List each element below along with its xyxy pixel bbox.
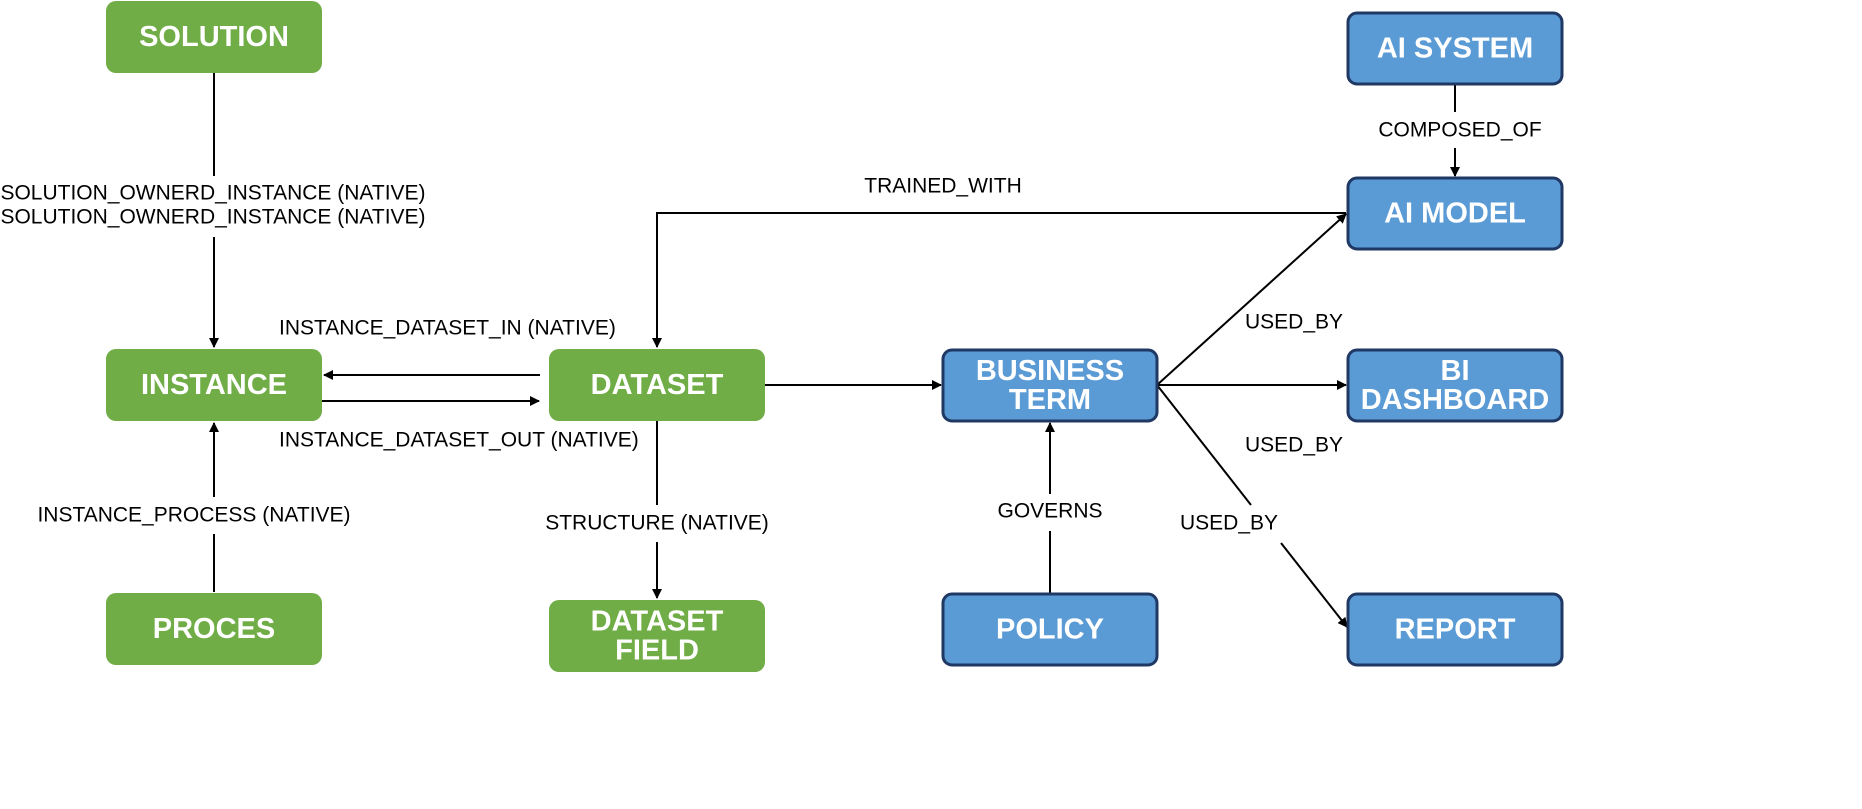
- node-box: [1346, 11, 1564, 86]
- edge-label-dataset-out: INSTANCE_DATASET_OUT (NATIVE): [279, 429, 639, 452]
- node-report[interactable]: REPORT: [1346, 592, 1564, 667]
- node-box: [106, 349, 322, 421]
- node-box: [941, 348, 1159, 423]
- edge-used-by-report: [1156, 384, 1348, 628]
- edge-label-solution-instance: SOLUTION_OWNERD_INSTANCE (NATIVE): [0, 182, 425, 205]
- edge-used-by-model: [1156, 213, 1347, 386]
- nodes-layer: SOLUTIONINSTANCEPROCESDATASETDATASETFIEL…: [106, 1, 1564, 672]
- node-label: BUSINESS: [976, 355, 1124, 387]
- edge-label-composed-of: COMPOSED_OF: [1378, 119, 1541, 142]
- edge-label-used-by-report: USED_BY: [1180, 512, 1278, 535]
- node-dataset[interactable]: DATASET: [549, 349, 765, 421]
- edge-label-governs: GOVERNS: [997, 500, 1102, 523]
- node-label: SOLUTION: [139, 21, 289, 53]
- edges-layer: [209, 73, 1460, 628]
- node-solution[interactable]: SOLUTION: [106, 1, 322, 73]
- node-label: INSTANCE: [141, 369, 287, 401]
- node-box: [549, 349, 765, 421]
- edge-label-trained-with: TRAINED_WITH: [864, 175, 1022, 198]
- node-label: FIELD: [615, 635, 699, 667]
- node-box: [106, 593, 322, 665]
- edge-label-structure: STRUCTURE (NATIVE): [545, 512, 769, 535]
- node-label: DASHBOARD: [1361, 384, 1550, 416]
- node-box: [1346, 592, 1564, 667]
- node-label: TERM: [1009, 384, 1091, 416]
- node-box: [1346, 176, 1564, 251]
- edge-label-used-by-dashboard: USED_BY: [1245, 434, 1343, 457]
- node-box: [941, 592, 1159, 667]
- edge-labels-layer: SOLUTION_OWNERD_INSTANCE (NATIVE)SOLUTIO…: [0, 119, 1541, 535]
- edge-label-instance-process: INSTANCE_PROCESS (NATIVE): [37, 504, 350, 527]
- node-box: [1346, 348, 1564, 423]
- edge-label-used-by-model: USED_BY: [1245, 311, 1343, 334]
- node-label: POLICY: [996, 614, 1104, 646]
- node-label: AI SYSTEM: [1377, 33, 1533, 65]
- node-proces[interactable]: PROCES: [106, 593, 322, 665]
- node-ai-system[interactable]: AI SYSTEM: [1346, 11, 1564, 86]
- node-label: DATASET: [591, 606, 724, 638]
- node-label: BI: [1441, 355, 1470, 387]
- node-label: AI MODEL: [1384, 198, 1526, 230]
- edge-line: [1156, 384, 1252, 506]
- node-instance[interactable]: INSTANCE: [106, 349, 322, 421]
- edge-line: [652, 212, 1346, 348]
- node-policy[interactable]: POLICY: [941, 592, 1159, 667]
- edge-trained-with: [652, 212, 1346, 348]
- node-box: [549, 600, 765, 672]
- node-label: PROCES: [153, 613, 275, 645]
- edge-label-dataset-in: INSTANCE_DATASET_IN (NATIVE): [279, 317, 616, 340]
- edge-line: [1156, 213, 1347, 386]
- edge-line: [1280, 542, 1348, 628]
- node-label: REPORT: [1395, 614, 1516, 646]
- node-label: DATASET: [591, 369, 724, 401]
- node-box: [106, 1, 322, 73]
- edge-label-solution-instance: SOLUTION_OWNERD_INSTANCE (NATIVE): [0, 206, 425, 229]
- node-ai-model[interactable]: AI MODEL: [1346, 176, 1564, 251]
